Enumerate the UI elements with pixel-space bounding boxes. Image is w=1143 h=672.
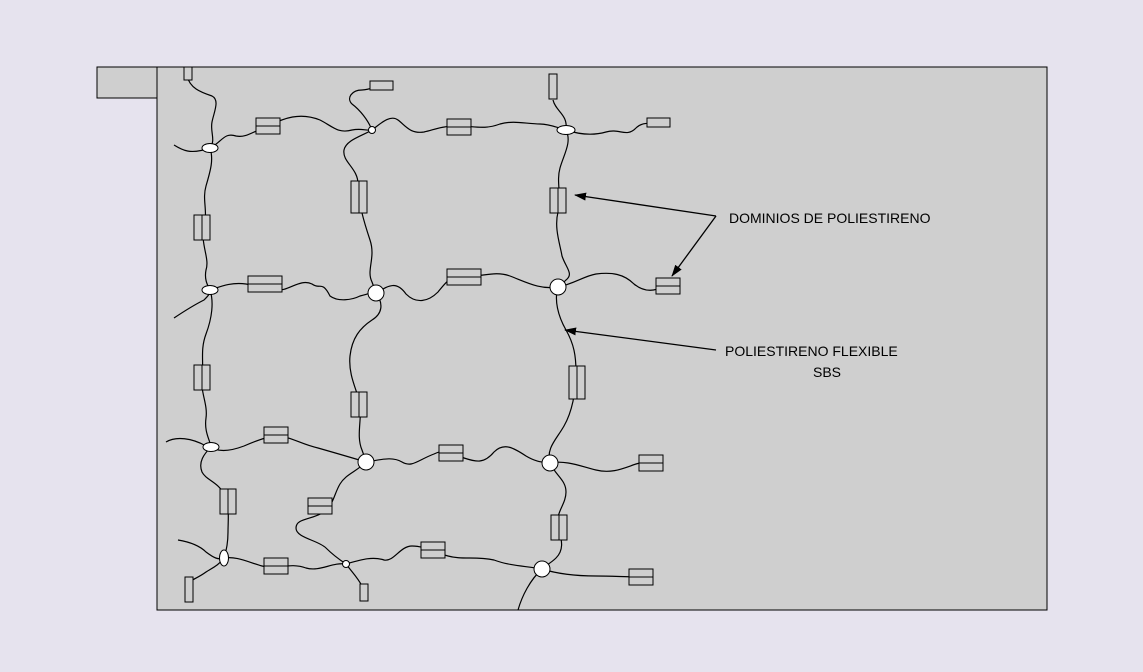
domain-block [369,80,394,91]
junction-node [549,278,567,296]
arrow-flexible [564,327,717,351]
chain [556,129,570,288]
domain-block [219,488,237,515]
domain-block [638,454,664,472]
junction-node [342,560,350,568]
chain [295,461,367,565]
domain-block [350,180,368,214]
chain [565,121,659,135]
flexible-chains [165,75,668,611]
panel-tab [96,66,158,99]
junction-node [201,143,219,153]
junction-node [201,285,219,295]
domain-block [550,514,568,541]
domain-block [359,583,369,602]
domain-block [655,277,681,295]
domain-block [446,268,482,286]
chain [209,282,377,301]
chain [165,435,367,463]
junction-node [219,549,229,567]
junction-node [357,453,375,471]
label-flexible-line2: SBS [813,364,841,380]
domain-block [247,275,283,293]
domain-block [438,444,464,462]
annotation-arrows [564,192,717,351]
chain [365,446,551,465]
junction-node [533,560,551,578]
domain-block [183,66,193,81]
junction-node [367,284,385,302]
arrow-domains-1 [574,192,717,217]
domain-block [350,391,368,418]
label-flexible-line1: POLIESTIRENO FLEXIBLE [725,343,898,359]
domain-block [184,576,194,603]
chain [557,272,668,291]
junction-nodes [201,125,576,578]
domain-block [548,73,558,100]
domain-block [568,365,586,400]
domain-block [263,426,289,444]
arrow-domains-2 [671,215,717,277]
chain [349,292,382,463]
junction-node [541,454,559,472]
domain-block [193,214,211,241]
domain-block [628,568,654,586]
domain-block [420,541,446,559]
domain-block [549,187,567,214]
junction-node [202,442,220,452]
domain-block [263,557,289,575]
chain [186,75,217,149]
junction-node [556,125,576,135]
label-domains: DOMINIOS DE POLIESTIRENO [729,210,931,226]
domain-block [193,364,211,391]
domain-block [446,118,472,136]
panel-background [156,66,1048,611]
junction-node [368,126,376,134]
domain-block [255,117,281,135]
chain [541,568,641,578]
polystyrene-domains [183,66,681,603]
domain-block [646,117,671,128]
domain-block [307,497,333,515]
